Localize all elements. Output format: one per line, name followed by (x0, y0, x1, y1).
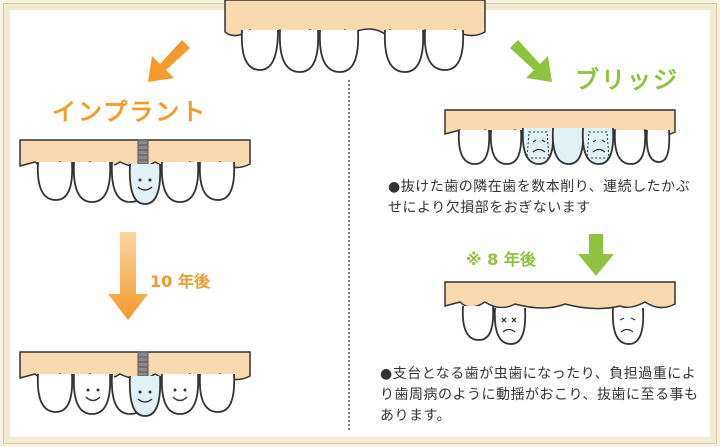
section-divider (348, 80, 350, 430)
bridge-description-2: ●支台となる歯が虫歯になったり、負担過重により歯周病のように動揺がおこり、抜歯に… (380, 366, 699, 424)
implant-after-label: 10 年後 (150, 272, 210, 291)
implant-time-arrow (108, 232, 148, 320)
bridge-description-1: ●抜けた歯の隣在歯を数本削り、連続したかぶせにより欠損部をおぎないます (388, 179, 691, 216)
top-jaw-missing-tooth (224, 0, 486, 73)
bridge-direction-arrow (510, 40, 552, 82)
implant-direction-arrow (148, 40, 190, 82)
bridge-jaw-initial (444, 109, 676, 165)
bridge-jaw-after (444, 281, 676, 345)
implant-title: インプラント (52, 98, 208, 126)
implant-jaw-after (19, 351, 251, 417)
bridge-time-arrow (578, 234, 614, 276)
bridge-title: ブリッジ (575, 66, 679, 94)
bridge-after-label: ※ 8 年後 (466, 250, 536, 269)
implant-jaw-initial (19, 139, 251, 205)
